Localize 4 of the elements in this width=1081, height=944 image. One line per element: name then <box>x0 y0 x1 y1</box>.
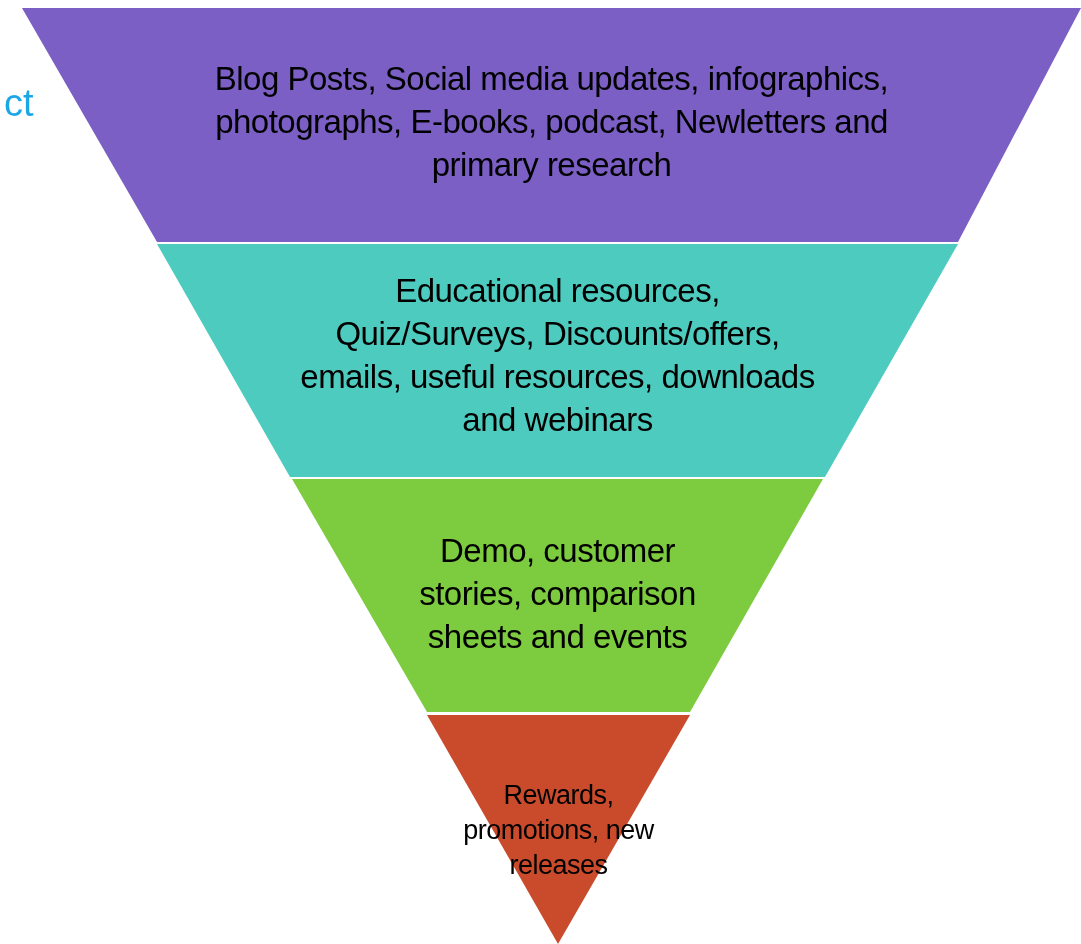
band-text: Blog Posts, Social media updates, infographics, photographs, E-books, podcast, Newletters and primary research <box>213 59 890 185</box>
band-text: Demo, customer stories, comparison sheets and events <box>418 531 697 657</box>
band-text: Educational resources, Quiz/Surveys, Discounts/offers, emails, useful resources, downloads and webinars <box>299 271 816 440</box>
stage-label: ct <box>4 82 34 125</box>
